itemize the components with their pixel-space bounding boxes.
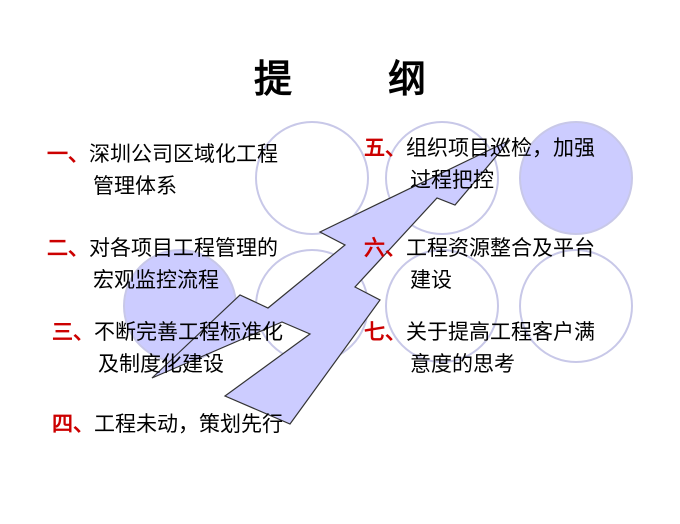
item-number: 四、 [52, 412, 94, 436]
item-line2: 过程把控 [410, 168, 494, 192]
outline-item-3: 三、不断完善工程标准化 及制度化建设 [52, 316, 283, 380]
circle-decoration [255, 121, 369, 235]
outline-item-4: 四、工程未动，策划先行 [52, 408, 283, 440]
outline-item-1: 一、深圳公司区域化工程 管理体系 [47, 138, 278, 202]
item-line2: 意度的思考 [410, 352, 515, 376]
outline-item-5: 五、组织项目巡检，加强 过程把控 [364, 132, 595, 196]
circle-decoration [519, 121, 633, 235]
item-line1: 工程未动，策划先行 [94, 412, 283, 436]
outline-item-7: 七、关于提高工程客户满 意度的思考 [364, 316, 595, 380]
item-line2: 及制度化建设 [98, 352, 224, 376]
item-number: 六、 [364, 236, 406, 260]
title-char-2: 纲 [388, 57, 427, 101]
item-line1: 不断完善工程标准化 [94, 320, 283, 344]
circle-decoration [385, 249, 499, 363]
item-line2: 管理体系 [93, 174, 177, 198]
slide-title: 提纲 [0, 48, 680, 103]
circle-decoration [519, 249, 633, 363]
item-number: 三、 [52, 320, 94, 344]
item-line2: 建设 [410, 268, 452, 292]
title-char-1: 提 [253, 57, 292, 101]
item-line1: 关于提高工程客户满 [406, 320, 595, 344]
item-line1: 深圳公司区域化工程 [89, 142, 278, 166]
item-number: 七、 [364, 320, 406, 344]
item-number: 一、 [47, 142, 89, 166]
item-line1: 工程资源整合及平台 [406, 236, 595, 260]
item-line1: 对各项目工程管理的 [89, 236, 278, 260]
outline-item-2: 二、对各项目工程管理的 宏观监控流程 [47, 232, 278, 296]
zigzag-arrow [151, 139, 511, 425]
outline-item-6: 六、工程资源整合及平台 建设 [364, 232, 595, 296]
item-line1: 组织项目巡检，加强 [406, 136, 595, 160]
item-number: 五、 [364, 136, 406, 160]
item-number: 二、 [47, 236, 89, 260]
item-line2: 宏观监控流程 [93, 268, 219, 292]
